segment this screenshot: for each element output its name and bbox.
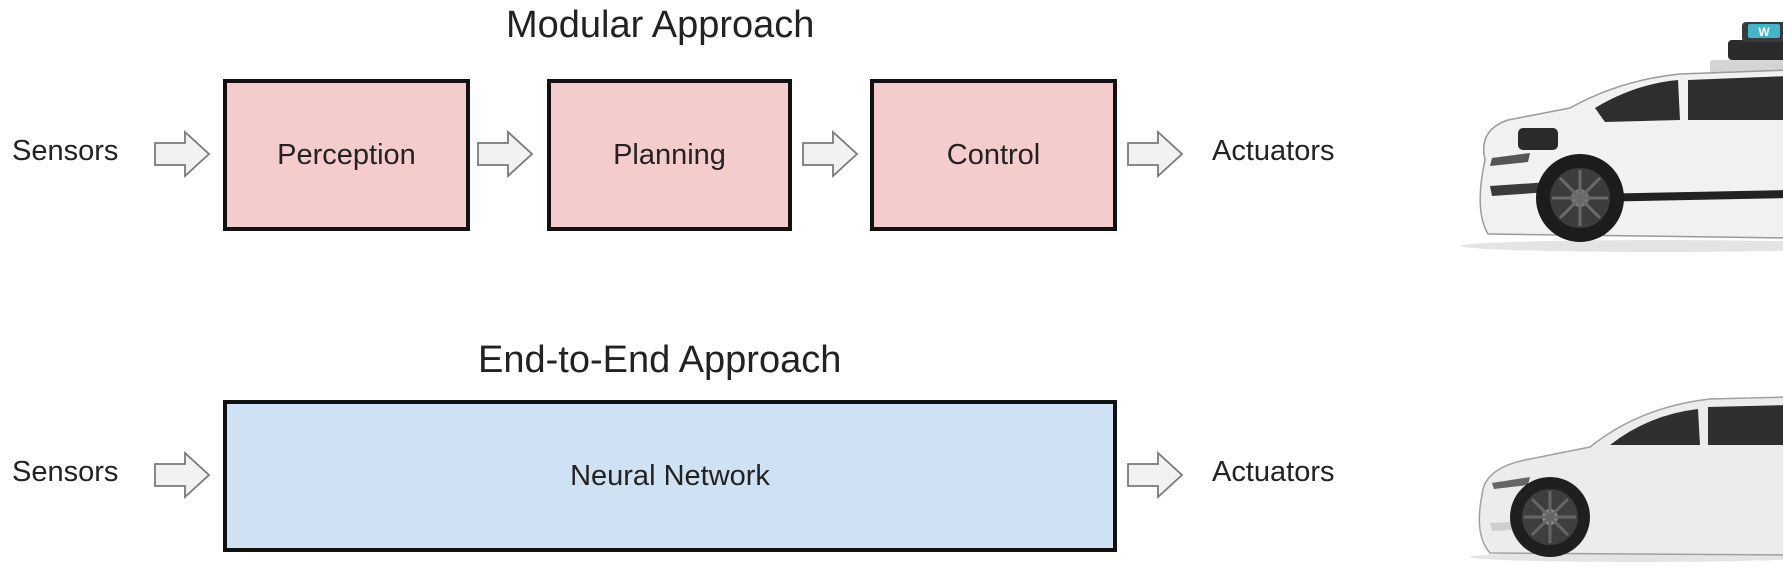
- brand-logo: W: [1758, 25, 1770, 39]
- robotaxi-car-image: W: [1460, 22, 1783, 252]
- end-to-end-actuators-label: Actuators: [1212, 456, 1335, 488]
- arrow-right-icon: [1127, 130, 1184, 178]
- arrow-right-icon: [154, 451, 211, 499]
- sedan-car-image: [1470, 396, 1783, 562]
- end-to-end-sensors-label: Sensors: [12, 456, 119, 488]
- end-to-end-approach-title: End-to-End Approach: [478, 339, 842, 381]
- arrow-right-icon: [477, 130, 534, 178]
- arrow-right-icon: [154, 130, 211, 178]
- modular-sensors-label: Sensors: [12, 135, 119, 167]
- modular-actuators-label: Actuators: [1212, 135, 1335, 167]
- arrow-right-icon: [1127, 451, 1184, 499]
- neural-network-box: Neural Network: [223, 400, 1117, 552]
- control-box: Control: [870, 79, 1117, 231]
- modular-approach-title: Modular Approach: [506, 4, 815, 46]
- planning-box: Planning: [547, 79, 792, 231]
- arrow-right-icon: [802, 130, 859, 178]
- perception-box: Perception: [223, 79, 470, 231]
